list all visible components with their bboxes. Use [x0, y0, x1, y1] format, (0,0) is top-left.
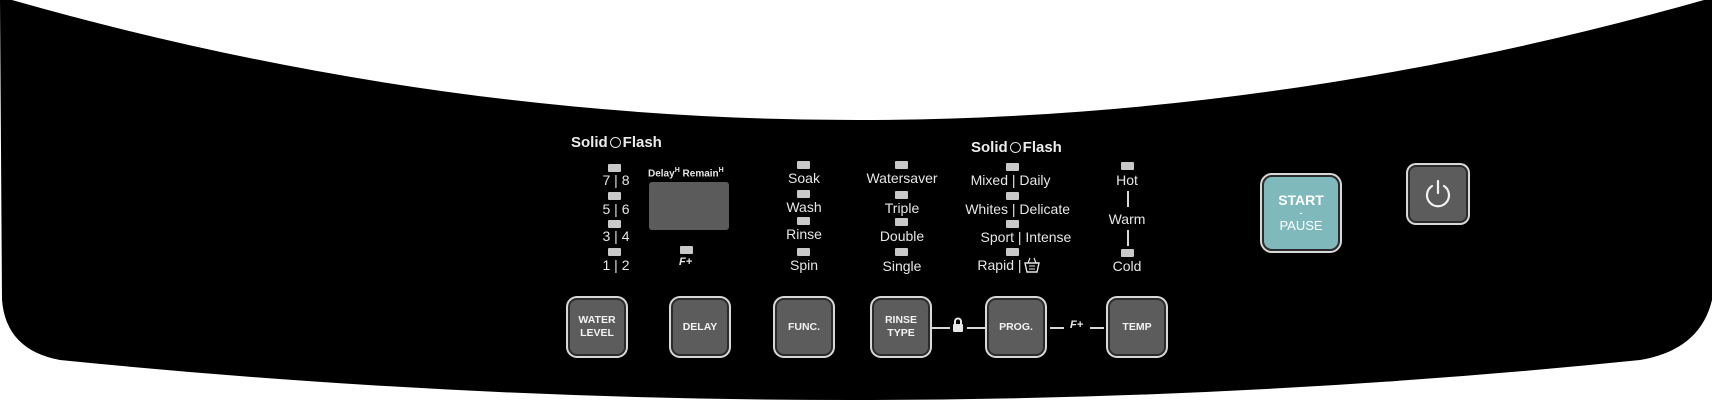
led-hot	[1121, 162, 1134, 170]
function-wash: Wash	[786, 199, 822, 215]
led-single	[895, 248, 908, 256]
water-level-button[interactable]: WATER LEVEL	[568, 298, 626, 356]
led-mixed-daily	[1006, 163, 1019, 171]
pause-label: PAUSE	[1279, 218, 1323, 233]
rinse-double: Double	[879, 228, 925, 244]
led-cold	[1121, 249, 1134, 257]
temp-button-label: TEMP	[1122, 320, 1152, 333]
f-plus-combo-line-left	[1050, 327, 1064, 329]
circle-icon	[609, 136, 621, 148]
temp-warm: Warm	[1108, 211, 1146, 227]
start-pause-separator: -	[1299, 208, 1303, 218]
f-plus-combo-label: F+	[1070, 319, 1084, 331]
program-mixed-daily: Mixed | Daily	[970, 172, 1051, 188]
led-spin	[797, 248, 810, 256]
led-double	[895, 218, 908, 226]
function-button[interactable]: FUNC.	[775, 298, 833, 356]
program-rapid: Rapid |	[960, 257, 1100, 273]
delay-button[interactable]: DELAY	[671, 298, 729, 356]
basket-icon	[1024, 257, 1040, 276]
rinse-type-button-line2: TYPE	[887, 327, 915, 339]
water-level-1-2: 1 | 2	[602, 257, 630, 273]
program-circle-icon	[1009, 141, 1021, 153]
delay-display-header: DelayH RemainH	[648, 167, 724, 179]
start-pause-button[interactable]: START - PAUSE	[1262, 175, 1340, 251]
time-display	[649, 182, 729, 230]
temp-divider-bottom	[1127, 230, 1129, 246]
led-soak	[797, 161, 810, 169]
program-sport-intense: Sport | Intense	[980, 229, 1072, 245]
program-flash-label: Flash	[1022, 139, 1062, 156]
led-water-level-7-8	[608, 164, 621, 172]
led-f-plus	[680, 246, 693, 254]
temp-divider-top	[1127, 191, 1129, 207]
function-rinse: Rinse	[786, 226, 822, 242]
power-button[interactable]	[1408, 165, 1468, 223]
rinse-watersaver: Watersaver	[866, 170, 938, 186]
solid-label: Solid	[571, 134, 608, 151]
led-water-level-5-6	[608, 192, 621, 200]
program-button-label: PROG.	[999, 320, 1033, 333]
temp-hot: Hot	[1116, 172, 1138, 188]
program-button[interactable]: PROG.	[987, 298, 1045, 356]
remain-label: Remain	[682, 168, 719, 180]
delay-f-plus-label: F+	[679, 256, 693, 268]
led-sport-intense	[1006, 220, 1019, 228]
function-soak: Soak	[788, 170, 820, 186]
led-rinse	[797, 217, 810, 225]
led-watersaver	[895, 161, 908, 169]
water-level-indicator-legend: Solid Flash	[571, 134, 662, 151]
start-label: START	[1278, 192, 1324, 208]
rinse-single: Single	[882, 258, 922, 274]
program-solid-label: Solid	[971, 139, 1008, 156]
led-water-level-1-2	[608, 248, 621, 256]
rinse-type-button[interactable]: RINSE TYPE	[872, 298, 930, 356]
power-icon	[1425, 179, 1451, 208]
temp-button[interactable]: TEMP	[1108, 298, 1166, 356]
led-rapid	[1006, 248, 1019, 256]
water-level-3-4: 3 | 4	[602, 228, 630, 244]
delay-button-label: DELAY	[682, 320, 718, 333]
function-spin: Spin	[789, 257, 819, 273]
water-level-button-line1: WATER	[578, 314, 616, 326]
lock-icon	[952, 317, 964, 338]
led-triple	[895, 191, 908, 199]
delay-label: Delay	[648, 168, 675, 180]
lock-combo-line-left	[932, 327, 950, 329]
temp-cold: Cold	[1112, 258, 1142, 274]
water-level-5-6: 5 | 6	[602, 201, 630, 217]
led-whites-delicate	[1006, 192, 1019, 200]
led-wash	[797, 190, 810, 198]
f-plus-combo-line-right	[1090, 327, 1104, 329]
delay-hour-mark: H	[674, 167, 680, 174]
led-water-level-3-4	[608, 220, 621, 228]
rinse-triple: Triple	[884, 200, 920, 216]
program-indicator-legend: Solid Flash	[971, 139, 1062, 156]
water-level-7-8: 7 | 8	[602, 172, 630, 188]
function-button-label: FUNC.	[787, 320, 821, 333]
remain-hour-mark: H	[718, 167, 724, 174]
rinse-type-button-line1: RINSE	[884, 314, 918, 326]
water-level-button-line2: LEVEL	[580, 327, 614, 339]
flash-label: Flash	[622, 134, 662, 151]
program-whites-delicate: Whites | Delicate	[965, 201, 1071, 217]
lock-combo-line-right	[967, 327, 985, 329]
